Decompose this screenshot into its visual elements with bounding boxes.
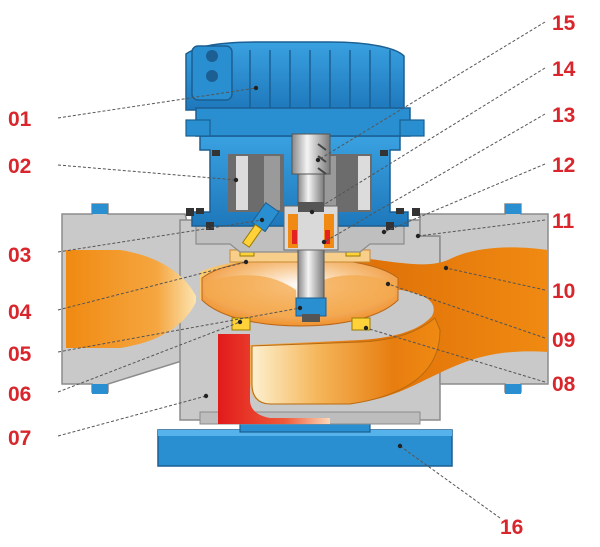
- label-01: 01: [8, 108, 32, 131]
- mechanical-seal: [283, 202, 339, 251]
- part-labels: 01 02 03 04 05 06 07 08 09 10 11 12 13 1…: [8, 12, 576, 539]
- volute-chamber: [251, 317, 441, 405]
- label-07: 07: [8, 427, 31, 450]
- label-03: 03: [8, 244, 31, 267]
- label-06: 06: [8, 383, 31, 406]
- label-14: 14: [552, 58, 576, 81]
- casing-red-wall: [218, 334, 330, 424]
- label-04: 04: [8, 301, 32, 324]
- casing-bolts: [186, 208, 420, 230]
- label-12: 12: [552, 154, 575, 177]
- label-16: 16: [500, 516, 523, 539]
- label-15: 15: [552, 12, 576, 35]
- label-02: 02: [8, 155, 31, 178]
- motor: [185, 41, 425, 137]
- impeller-nut: [295, 297, 327, 322]
- label-09: 09: [552, 329, 575, 352]
- label-13: 13: [552, 104, 575, 127]
- leader-lines: [57, 21, 546, 519]
- label-11: 11: [552, 210, 575, 233]
- label-08: 08: [552, 373, 576, 396]
- label-05: 05: [8, 343, 32, 366]
- vent-valve: [241, 201, 280, 248]
- label-10: 10: [552, 280, 575, 303]
- inlet-flow: [66, 250, 196, 348]
